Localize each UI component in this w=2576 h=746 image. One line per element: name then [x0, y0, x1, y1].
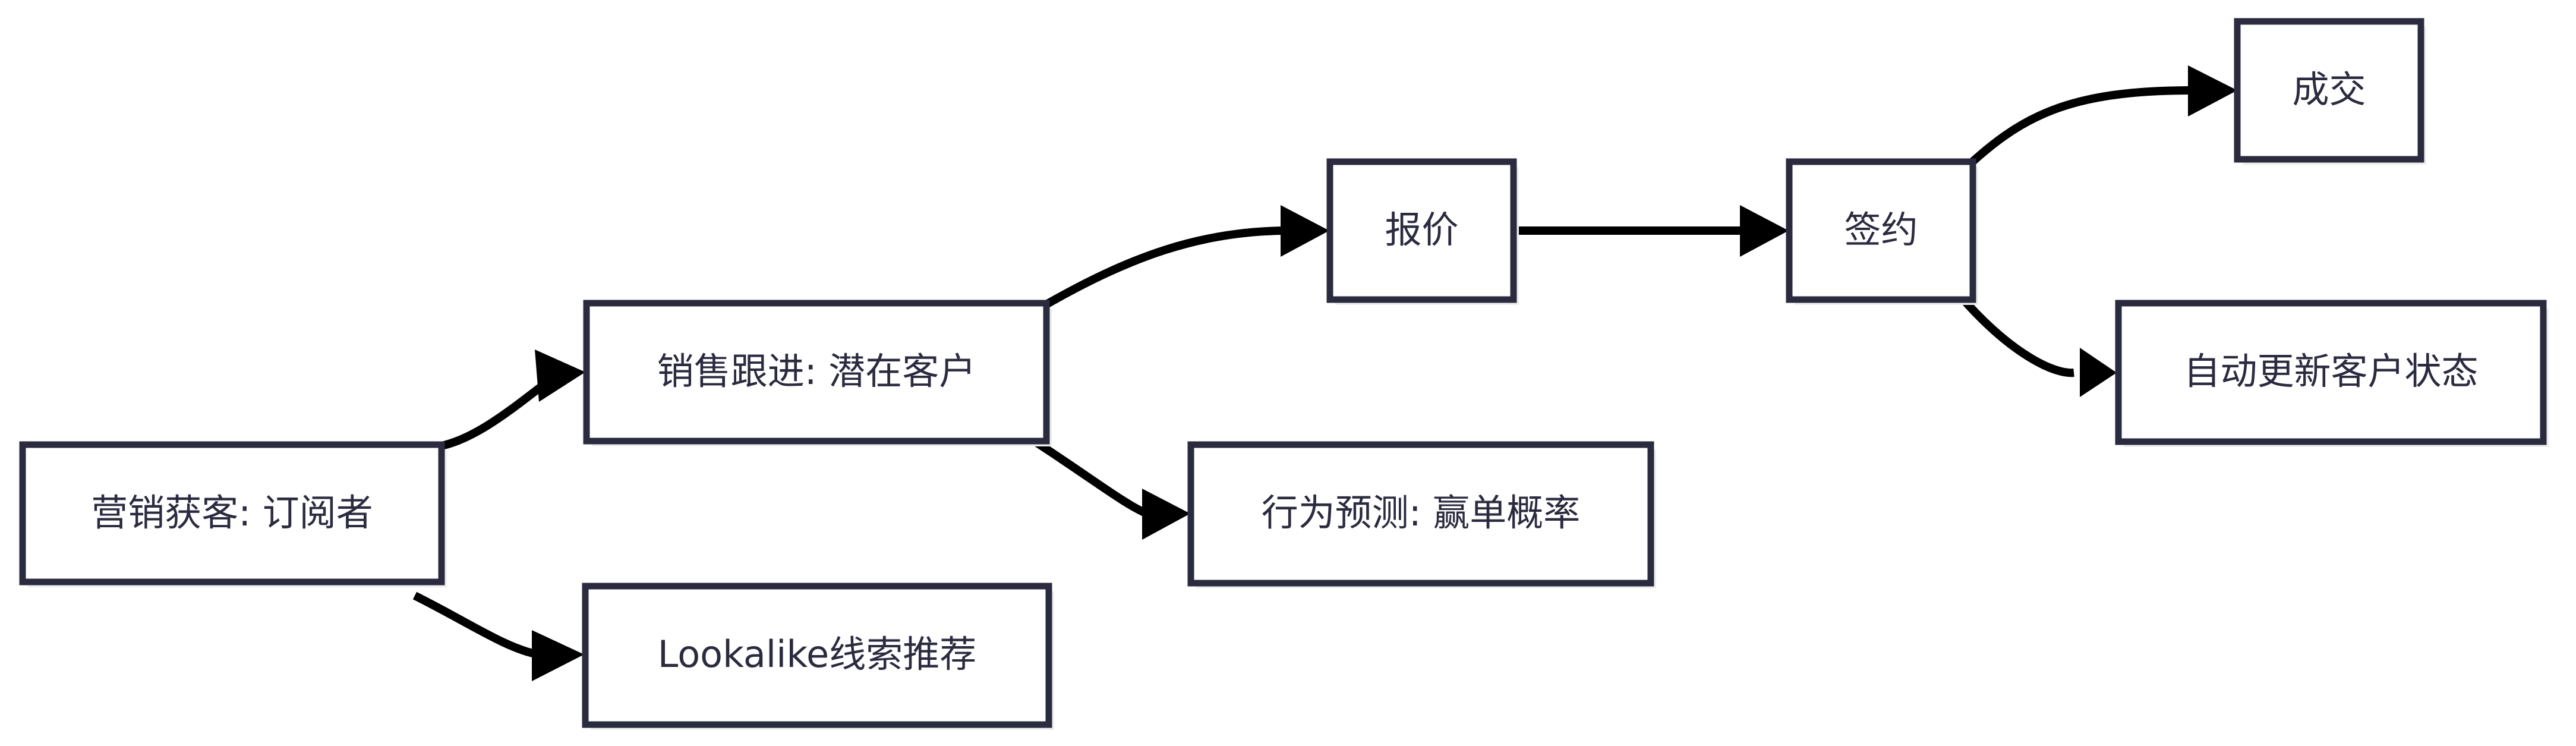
node-border	[19, 441, 445, 586]
node-border	[2234, 18, 2424, 163]
node-label: 成交	[2292, 68, 2366, 111]
edge-layer	[412, 65, 2237, 681]
edge-marketing-to-sales	[440, 350, 585, 450]
arrowhead-icon	[1142, 489, 1190, 540]
node-behavior-prediction[interactable]: 行为预测: 赢单概率	[1187, 441, 1656, 588]
edge-marketing-to-lookalike	[412, 591, 584, 681]
edge-sales-to-prediction	[1035, 439, 1190, 540]
node-label: 营销获客: 订阅者	[91, 491, 373, 534]
node-layer: 营销获客: 订阅者 销售跟进: 潜在客户 Lookalike线索推荐 行为预测:…	[19, 18, 2549, 730]
arrowhead-icon	[1740, 205, 1789, 257]
node-label: Lookalike线索推荐	[658, 632, 976, 676]
edge-quote-to-contract	[1514, 205, 1789, 257]
arrowhead-icon	[1281, 205, 1329, 257]
node-sales-followup[interactable]: 销售跟进: 潜在客户	[583, 300, 1052, 446]
node-deal-closed[interactable]: 成交	[2234, 18, 2426, 165]
node-auto-update-customer-status[interactable]: 自动更新客户状态	[2115, 300, 2549, 447]
edge-contract-to-autoupdate	[1960, 297, 2117, 397]
node-border	[1786, 158, 1976, 303]
node-marketing-acquisition[interactable]: 营销获客: 订阅者	[19, 441, 447, 587]
node-contract-signing[interactable]: 签约	[1786, 158, 1978, 305]
node-label: 销售跟进: 潜在客户	[657, 350, 976, 393]
node-border	[583, 300, 1050, 445]
edge-path	[1958, 86, 2193, 176]
edge-contract-to-deal	[1958, 65, 2237, 176]
edge-path	[1960, 297, 2074, 377]
node-border	[582, 583, 1052, 728]
node-border	[1326, 158, 1517, 303]
node-label: 自动更新客户状态	[2183, 350, 2478, 393]
edge-path	[440, 377, 553, 450]
arrowhead-icon	[532, 630, 584, 681]
node-label: 行为预测: 赢单概率	[1262, 491, 1581, 534]
node-quote[interactable]: 报价	[1326, 158, 1519, 305]
arrowhead-icon	[2080, 348, 2117, 397]
edge-sales-to-quote	[1044, 205, 1329, 309]
node-border	[1187, 441, 1654, 587]
node-lookalike-recommendation[interactable]: Lookalike线索推荐	[582, 583, 1054, 730]
edge-path	[1044, 226, 1284, 309]
arrowhead-icon	[535, 350, 585, 402]
edge-path	[412, 591, 539, 659]
arrowhead-icon	[2188, 65, 2237, 117]
node-border	[2115, 300, 2547, 445]
edge-path	[1035, 439, 1149, 518]
node-label: 报价	[1385, 208, 1458, 251]
node-label: 签约	[1844, 208, 1918, 251]
